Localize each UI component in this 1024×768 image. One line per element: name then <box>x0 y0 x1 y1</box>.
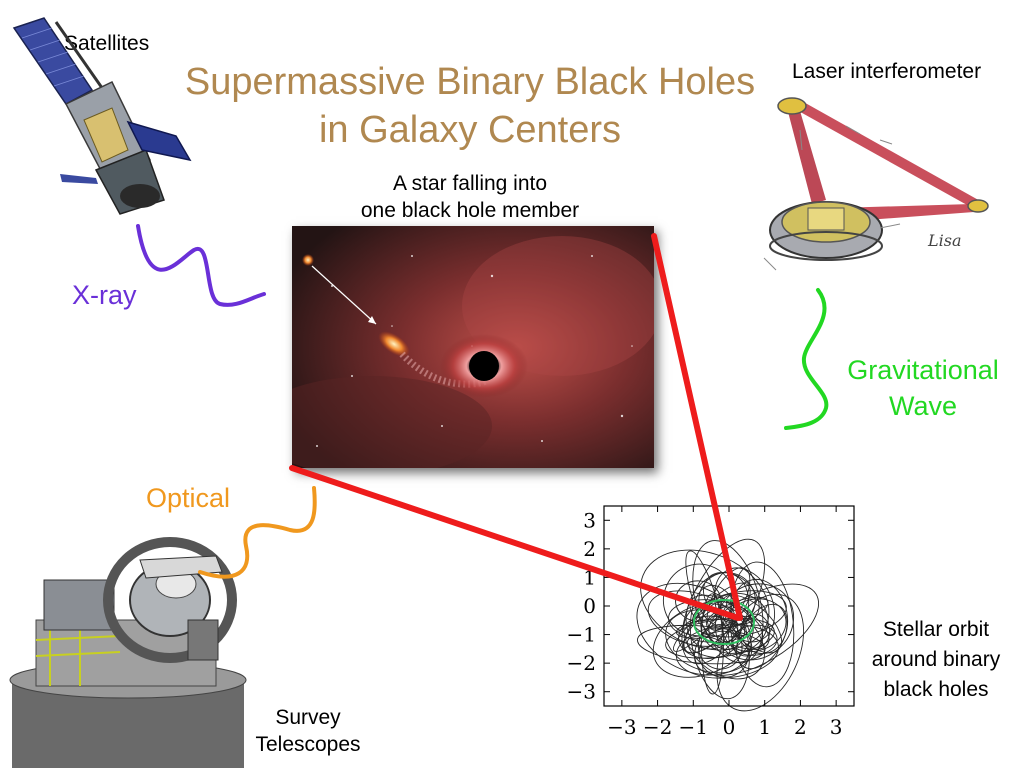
gravitational-line-1: Gravitational <box>847 355 999 385</box>
caption-line-1: A star falling into <box>392 172 548 195</box>
orbit-trajectory <box>636 582 752 676</box>
optical-label: Optical <box>146 483 231 513</box>
gravitational-line-2: Wave <box>888 391 957 421</box>
caption-line-2: one black hole member <box>360 199 580 222</box>
survey-telescope-icon <box>9 537 247 768</box>
y-tick-label: −1 <box>567 623 596 647</box>
orbit-trajectory <box>730 578 789 655</box>
optical-wave <box>198 486 317 579</box>
artwork-caption: A star falling into one black hole membe… <box>300 170 640 224</box>
orbit-trajectory <box>700 592 769 654</box>
title-line-2: in Galaxy Centers <box>318 109 621 151</box>
survey-line-1: Survey <box>275 706 341 729</box>
orbit-trajectory <box>686 635 731 658</box>
orbit-trajectory <box>697 624 743 670</box>
survey-line-2: Telescopes <box>255 733 361 756</box>
orbit-highlight <box>693 599 755 645</box>
satellite-icon <box>12 17 192 215</box>
x-tick-label: 0 <box>723 715 736 739</box>
orbit-line-3: black holes <box>883 678 989 701</box>
survey-telescopes-label: Survey Telescopes <box>248 704 368 758</box>
orbit-trajectory <box>740 613 771 649</box>
orbit-trajectory <box>668 599 752 643</box>
x-tick-label: 1 <box>758 715 771 739</box>
y-tick-label: −3 <box>567 680 596 704</box>
y-tick-label: 0 <box>583 594 596 618</box>
x-tick-label: −3 <box>607 715 636 739</box>
connector-right <box>651 233 743 621</box>
y-tick-label: 2 <box>583 537 596 561</box>
page-title: Supermassive Binary Black Holes in Galax… <box>150 58 790 154</box>
xray-label: X-ray <box>72 280 137 310</box>
satellites-label: Satellites <box>64 32 150 55</box>
laser-interferometer-label: Laser interferometer <box>792 60 982 83</box>
orbit-trajectory <box>675 618 738 639</box>
gravitational-wave <box>784 288 829 430</box>
gravitational-wave-label: Gravitational Wave <box>838 352 1008 424</box>
stellar-orbit-label: Stellar orbit around binary black holes <box>856 615 1016 705</box>
lisa-signature: Lisa <box>927 231 962 250</box>
orbit-line-2: around binary <box>871 648 1001 671</box>
title-line-1: Supermassive Binary Black Holes <box>184 61 756 103</box>
orbit-trajectory <box>690 584 750 700</box>
orbit-trajectory <box>706 567 751 631</box>
laser-interferometer-icon: Lisa <box>763 97 989 271</box>
x-tick-label: −1 <box>679 715 708 739</box>
orbit-trajectory <box>722 598 787 653</box>
black-hole-artwork-svg <box>292 226 654 468</box>
y-tick-label: 3 <box>583 508 596 532</box>
xray-wave <box>136 224 266 307</box>
black-hole-artwork <box>292 226 654 468</box>
connector-left <box>289 465 741 621</box>
x-tick-label: 3 <box>830 715 843 739</box>
orbit-line-1: Stellar orbit <box>882 618 990 641</box>
x-tick-label: −2 <box>643 715 672 739</box>
orbit-trajectory <box>736 603 788 670</box>
plot-ticks <box>604 506 854 706</box>
x-tick-label: 2 <box>794 715 807 739</box>
y-tick-label: −2 <box>567 651 596 675</box>
plot-frame <box>603 505 855 707</box>
